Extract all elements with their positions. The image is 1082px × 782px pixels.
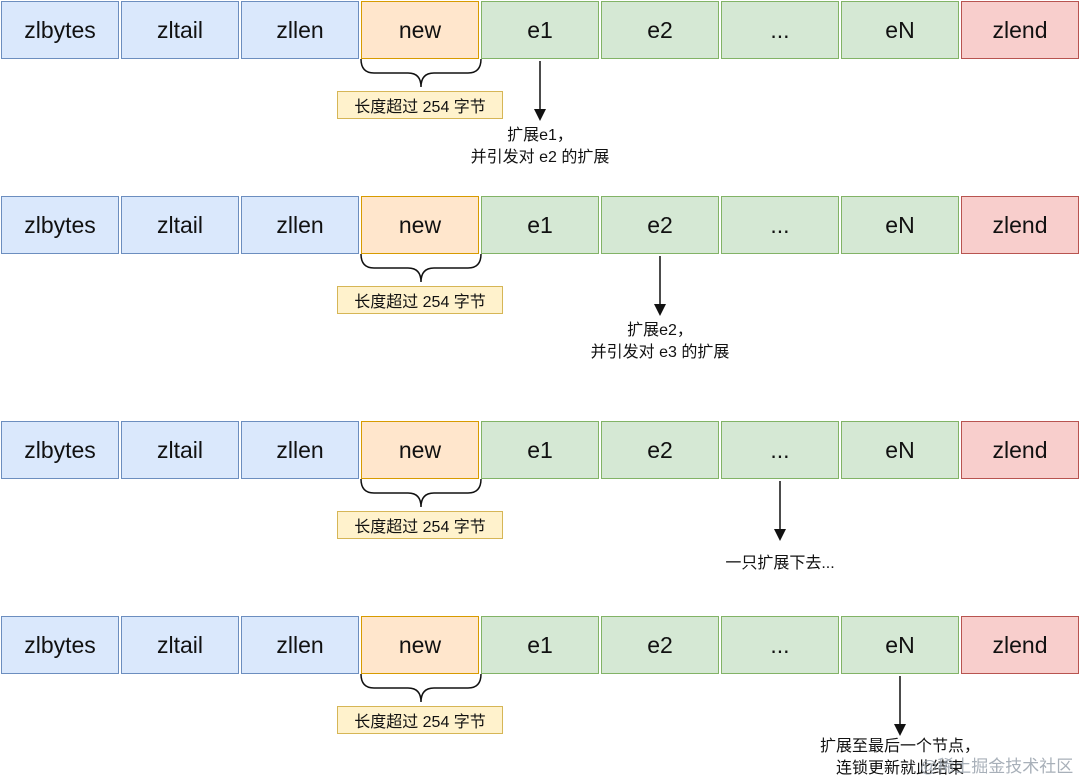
cell-new: new <box>361 196 479 254</box>
cell-zlbytes: zlbytes <box>1 616 119 674</box>
size-tag: 长度超过 254 字节 <box>337 91 503 119</box>
cell-eN: eN <box>841 616 959 674</box>
ziplist-row-4: zlbytes zltail zllen new e1 e2 ... eN zl… <box>0 616 1082 777</box>
brace-icon <box>360 674 482 703</box>
cell-e1: e1 <box>481 1 599 59</box>
arrow-down-icon <box>894 676 906 736</box>
arrow-down-icon <box>534 61 546 121</box>
cell-eN: eN <box>841 196 959 254</box>
cell-e1: e1 <box>481 616 599 674</box>
cell-e1: e1 <box>481 196 599 254</box>
ziplist-row-1: zlbytes zltail zllen new e1 e2 ... eN zl… <box>0 1 1082 166</box>
cell-zlbytes: zlbytes <box>1 1 119 59</box>
ziplist-row-2: zlbytes zltail zllen new e1 e2 ... eN zl… <box>0 196 1082 361</box>
cell-zlend: zlend <box>961 196 1079 254</box>
cell-zlend: zlend <box>961 421 1079 479</box>
size-tag: 长度超过 254 字节 <box>337 706 503 734</box>
cell-ellipsis: ... <box>721 421 839 479</box>
cell-eN: eN <box>841 1 959 59</box>
cell-ellipsis: ... <box>721 616 839 674</box>
cell-e1: e1 <box>481 421 599 479</box>
cell-zlbytes: zlbytes <box>1 421 119 479</box>
cell-zllen: zllen <box>241 196 359 254</box>
cell-e2: e2 <box>601 1 719 59</box>
size-tag: 长度超过 254 字节 <box>337 286 503 314</box>
brace-icon <box>360 479 482 508</box>
cell-zllen: zllen <box>241 1 359 59</box>
note-row-1: 扩展e1， 并引发对 e2 的扩展 <box>440 125 640 169</box>
note-line-2: 并引发对 e3 的扩展 <box>590 344 730 361</box>
cell-new: new <box>361 616 479 674</box>
cell-ellipsis: ... <box>721 196 839 254</box>
brace-icon <box>360 59 482 88</box>
note-line-2: 并引发对 e2 的扩展 <box>470 149 610 166</box>
cell-ellipsis: ... <box>721 1 839 59</box>
note-row-3: 一只扩展下去... <box>680 553 880 575</box>
ziplist-row-3: zlbytes zltail zllen new e1 e2 ... eN zl… <box>0 421 1082 572</box>
cell-zltail: zltail <box>121 421 239 479</box>
note-line-2: 连锁更新就此结束 <box>835 760 964 777</box>
cell-e2: e2 <box>601 196 719 254</box>
cell-new: new <box>361 1 479 59</box>
note-row-2: 扩展e2， 并引发对 e3 的扩展 <box>560 320 760 364</box>
cell-zlbytes: zlbytes <box>1 196 119 254</box>
arrow-down-icon <box>654 256 666 316</box>
note-line-1: 扩展e1， <box>507 127 573 144</box>
cell-new: new <box>361 421 479 479</box>
note-row-4: 扩展至最后一个节点， 连锁更新就此结束 <box>800 736 1000 780</box>
note-line-1: 一只扩展下去... <box>725 555 835 572</box>
cell-eN: eN <box>841 421 959 479</box>
cell-e2: e2 <box>601 421 719 479</box>
cell-zltail: zltail <box>121 616 239 674</box>
cell-zlend: zlend <box>961 616 1079 674</box>
cell-zltail: zltail <box>121 1 239 59</box>
cell-zlend: zlend <box>961 1 1079 59</box>
size-tag: 长度超过 254 字节 <box>337 511 503 539</box>
cell-e2: e2 <box>601 616 719 674</box>
watermark: @稀土掘金技术社区 <box>920 757 1074 776</box>
brace-icon <box>360 254 482 283</box>
cell-zltail: zltail <box>121 196 239 254</box>
arrow-down-icon <box>774 481 786 541</box>
note-line-1: 扩展e2， <box>627 322 693 339</box>
cell-zllen: zllen <box>241 616 359 674</box>
note-line-1: 扩展至最后一个节点， <box>819 738 980 755</box>
cell-zllen: zllen <box>241 421 359 479</box>
